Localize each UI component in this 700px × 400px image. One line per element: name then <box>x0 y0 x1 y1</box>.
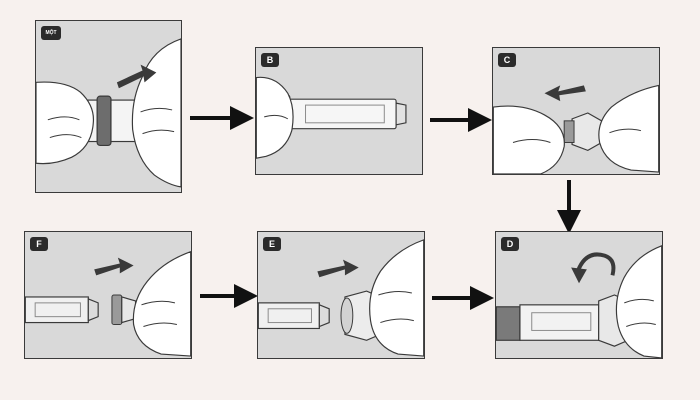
step-f-label: F <box>30 237 48 251</box>
step-b-label: B <box>261 53 279 67</box>
step-d-illustration <box>496 245 662 358</box>
step-e-illustration <box>258 239 424 357</box>
step-e-panel: E <box>257 231 425 359</box>
step-c-panel: C <box>492 47 660 175</box>
step-f-illustration <box>25 250 191 357</box>
step-c-label: C <box>498 53 516 67</box>
step-c-illustration <box>493 84 659 174</box>
step-b-illustration <box>256 76 407 159</box>
step-e-label: E <box>263 237 281 251</box>
step-a-illustration <box>36 38 181 188</box>
step-b-panel: B <box>255 47 423 175</box>
step-a-panel: MỘT <box>35 20 182 193</box>
step-a-label: MỘT <box>41 26 61 40</box>
step-d-panel: D <box>495 231 663 359</box>
step-d-label: D <box>501 237 519 251</box>
step-f-panel: F <box>24 231 192 359</box>
